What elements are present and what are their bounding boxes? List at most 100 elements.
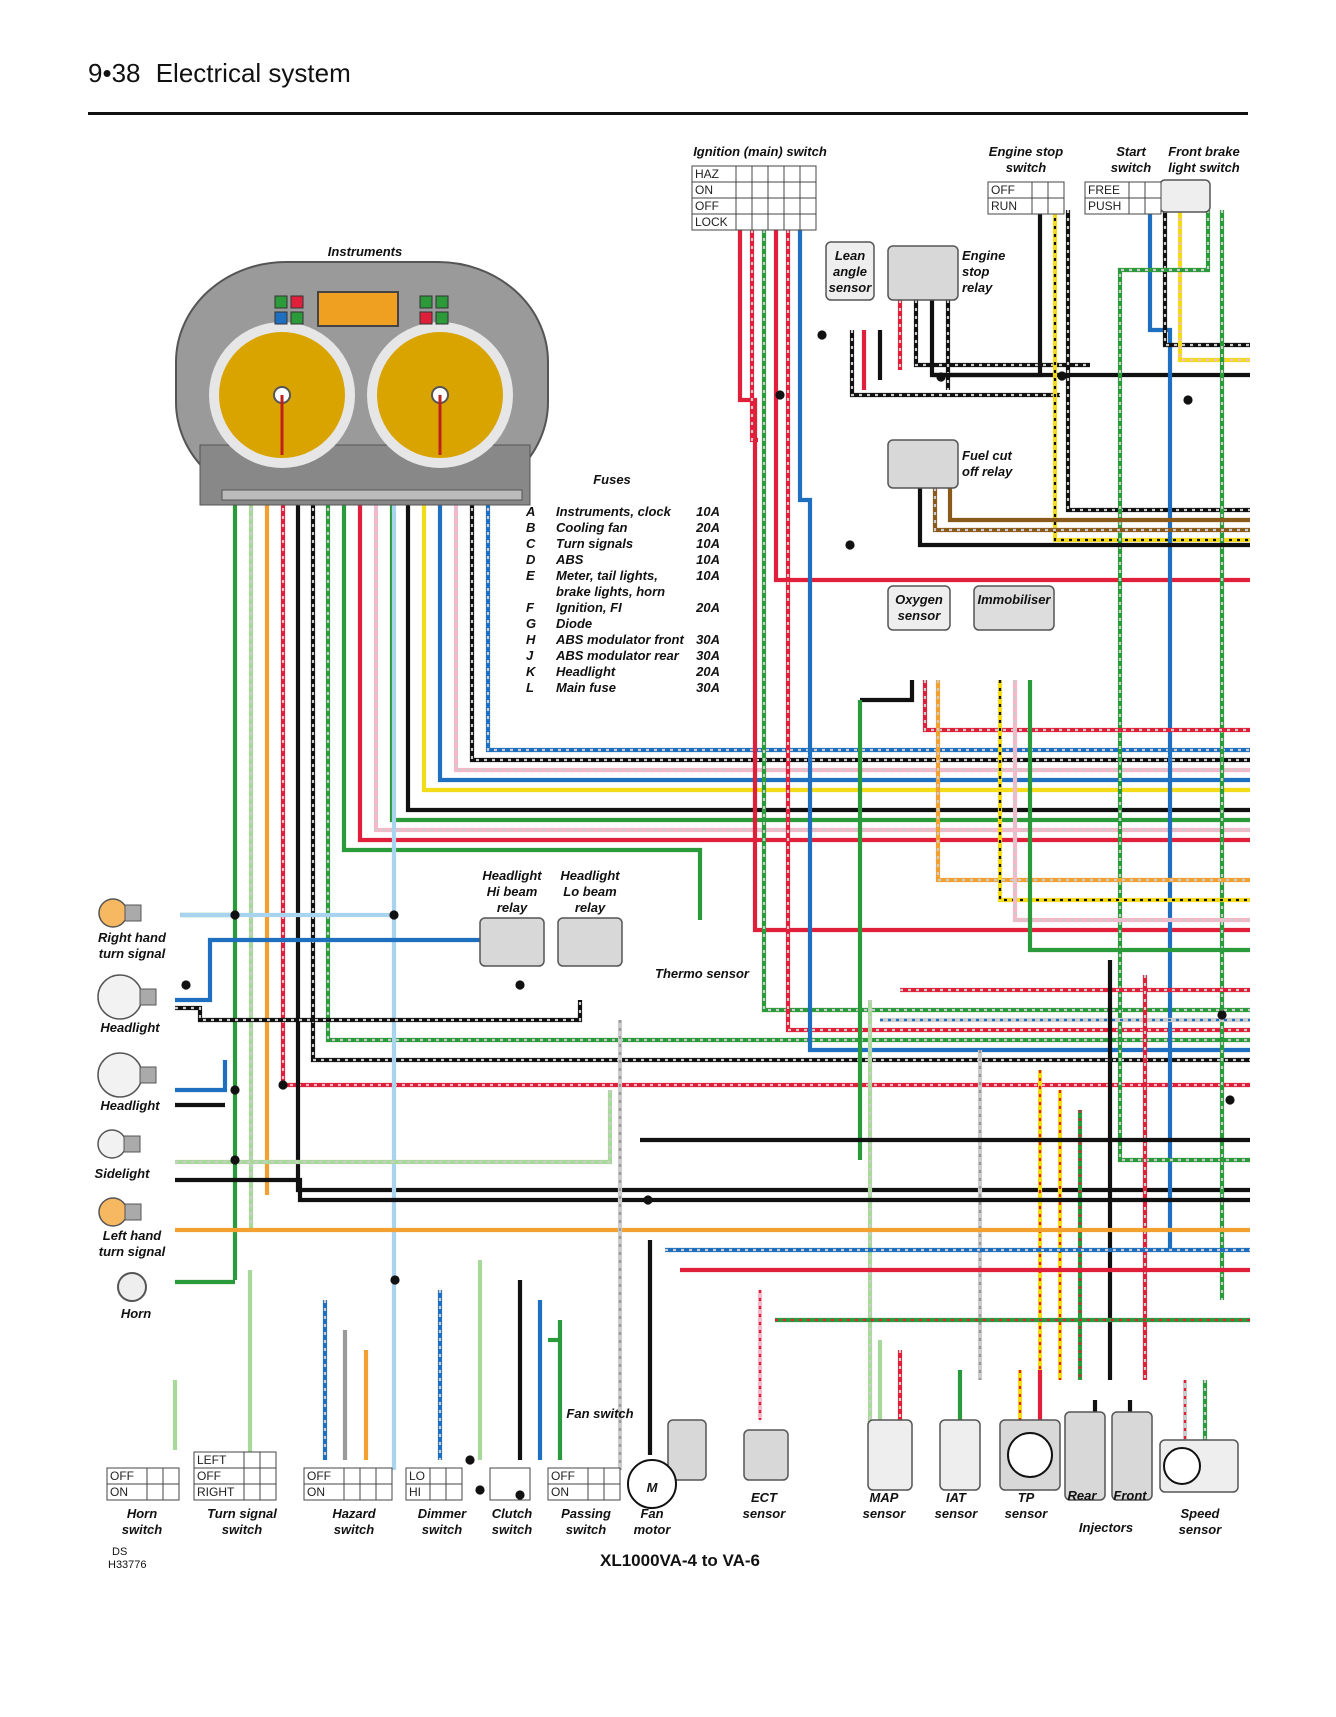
wire: [280, 500, 1250, 1088]
thermo-sensor-label: Thermo sensor: [655, 966, 750, 981]
left-turn-signal-label: turn signal: [99, 1244, 166, 1259]
fuel-cut-relay-label: Fuel cut: [962, 448, 1013, 463]
junction-dot: [230, 1155, 240, 1165]
wire: [773, 230, 1250, 583]
junction-dot: [643, 1195, 653, 1205]
fan-motor-label: Fan: [640, 1506, 663, 1521]
fuse-letter: K: [526, 664, 537, 679]
wire: [421, 500, 1250, 793]
passing-switch-label: Passing: [561, 1506, 611, 1521]
junction-dot: [230, 1085, 240, 1095]
switch-position: RUN: [991, 199, 1017, 213]
lean-angle-sensor-label: Lean: [835, 248, 865, 263]
hi-beam-relay-label: Headlight: [482, 868, 542, 883]
junction-dot: [515, 980, 525, 990]
wire: [453, 500, 1250, 773]
tp-sensor-dial: [1007, 1432, 1053, 1478]
right-turn-signal-label: turn signal: [99, 946, 166, 961]
figure-code-ds: DS: [112, 1546, 127, 1558]
map-sensor-box: [867, 1419, 913, 1491]
sidelight-label: Sidelight: [95, 1166, 151, 1181]
switch-position: ON: [695, 183, 713, 197]
lo-beam-relay-label: Headlight: [560, 868, 620, 883]
wire: [1177, 210, 1250, 363]
ignition-switch-label: Ignition (main) switch: [693, 144, 827, 159]
hi-beam-relay-label: Hi beam: [487, 884, 538, 899]
fuse-rating: 30A: [696, 680, 720, 695]
front-injector-box: [1111, 1411, 1153, 1501]
clutch-switch-label: switch: [492, 1522, 533, 1537]
junction-dot: [390, 1275, 400, 1285]
junction-dot: [936, 372, 946, 382]
fuse-name: Cooling fan: [556, 520, 628, 535]
engine-stop-relay-label: relay: [962, 280, 993, 295]
lean-angle-sensor-label: angle: [833, 264, 867, 279]
map-sensor-label: sensor: [863, 1506, 907, 1521]
engine-stop-relay-label: stop: [962, 264, 990, 279]
wires: [172, 210, 1250, 1470]
oxygen-sensor-label: Oxygen: [895, 592, 943, 607]
wire: [737, 230, 1250, 933]
left-turn-signal-bulb: [98, 1197, 142, 1227]
speed-sensor-dial: [1163, 1447, 1201, 1485]
passing-switch-label: switch: [566, 1522, 607, 1537]
junction-dot: [465, 1455, 475, 1465]
fuse-rating: 20A: [695, 664, 720, 679]
right-turn-signal-label: Right hand: [98, 930, 167, 945]
hazard-switch-label: switch: [334, 1522, 375, 1537]
wire: [797, 230, 1250, 1053]
junction-dot: [475, 1485, 485, 1495]
fuse-rating: 10A: [696, 568, 720, 583]
wire: [373, 500, 1250, 833]
fan-motor-label: motor: [634, 1522, 672, 1537]
wire: [437, 500, 1250, 783]
switch-position: ON: [110, 1485, 128, 1499]
figure-caption: XL1000VA-4 to VA-6: [600, 1551, 760, 1570]
wire: [917, 480, 1250, 548]
switch-position: PUSH: [1088, 199, 1121, 213]
wire: [175, 1177, 1250, 1203]
tp-sensor-label: TP: [1018, 1490, 1035, 1505]
speed-sensor-label: sensor: [1179, 1522, 1223, 1537]
lo-beam-relay-label: relay: [575, 900, 606, 915]
start-switch-label: switch: [1111, 160, 1152, 175]
instruments-label: Instruments: [328, 244, 402, 259]
headlight-bulb-1: [97, 974, 157, 1020]
wire: [175, 1000, 583, 1023]
front-brake-switch-box: [1159, 179, 1211, 213]
fan-switch-label: Fan switch: [566, 1406, 633, 1421]
hazard-switch-label: Hazard: [332, 1506, 376, 1521]
figure-code: H33776: [108, 1559, 147, 1571]
engine-stop-relay-label: Engine: [962, 248, 1005, 263]
switch-position: OFF: [695, 199, 719, 213]
wire: [175, 1090, 613, 1165]
fuel-cut-relay-label: off relay: [962, 464, 1013, 479]
hi-beam-relay-label: relay: [497, 900, 528, 915]
ect-sensor-label: ECT: [751, 1490, 778, 1505]
wire: [485, 500, 1250, 753]
fuse-letter: D: [526, 552, 536, 567]
switch-position: ON: [551, 1485, 569, 1499]
horn-symbol: [117, 1272, 147, 1302]
iat-sensor-box: [939, 1419, 981, 1491]
engine-stop-switch-label: switch: [1006, 160, 1047, 175]
injectors-label: Injectors: [1079, 1520, 1133, 1535]
switch-position: ON: [307, 1485, 325, 1499]
switch-position: LOCK: [695, 215, 728, 229]
fuse-name: Turn signals: [556, 536, 633, 551]
fuse-name: Headlight: [556, 664, 616, 679]
fan-switch-box: [667, 1419, 707, 1481]
switch-position: HI: [409, 1485, 421, 1499]
horn-switch-label: switch: [122, 1522, 163, 1537]
switch-position: OFF: [307, 1469, 331, 1483]
front-brake-switch-label: Front brake: [1168, 144, 1240, 159]
fuse-rating: 10A: [696, 552, 720, 567]
switch-position: RIGHT: [197, 1485, 235, 1499]
ect-sensor-box: [743, 1429, 789, 1481]
hazard-switch-table: OFF ON: [303, 1467, 393, 1501]
fuse-name: Main fuse: [556, 680, 616, 695]
wire: [913, 300, 1090, 368]
left-turn-signal-label: Left hand: [103, 1228, 163, 1243]
